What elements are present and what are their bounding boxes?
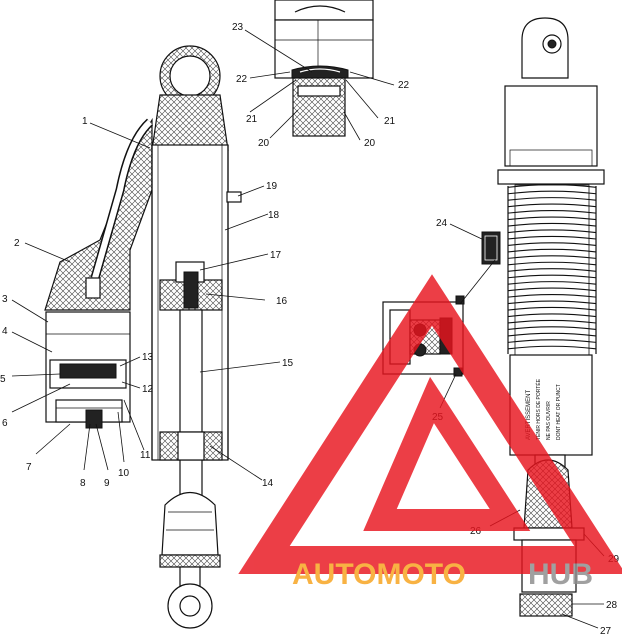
callout-9: 9 (104, 478, 110, 489)
callout-21a: 21 (246, 114, 258, 125)
callout-22a: 22 (236, 74, 248, 85)
hose-fitting (85, 277, 101, 299)
spring-coil (507, 294, 597, 298)
cutaway-shock (44, 45, 242, 629)
callout-19: 19 (266, 181, 278, 192)
callout-18: 18 (268, 210, 280, 221)
spring-coil (507, 300, 597, 305)
watermark-logo-triangle (238, 274, 622, 574)
spring-coil (507, 255, 597, 259)
spring-coil (507, 339, 597, 343)
valve-cap (85, 409, 103, 429)
spring-coil (507, 235, 597, 240)
spring-coil (507, 197, 597, 201)
callout-5: 5 (0, 374, 6, 385)
callout-24: 24 (436, 218, 448, 229)
callout-20b: 20 (364, 138, 376, 149)
callout-16: 16 (276, 296, 288, 307)
watermark-text-hub: HUB (528, 558, 593, 591)
spring-coil (507, 242, 597, 246)
spring-coil (507, 222, 597, 227)
bump-stop (161, 491, 219, 556)
callout-27: 27 (600, 626, 612, 637)
spring-coil (507, 306, 597, 311)
shock-cap (504, 85, 598, 167)
top-eyelet-bore (169, 55, 211, 97)
callout-4: 4 (2, 326, 8, 337)
watermark: AUTOMOTO HUB (238, 274, 622, 591)
spring-coil (507, 332, 597, 337)
spring-coil (507, 229, 597, 234)
body-fitting (226, 191, 242, 203)
spring-coil (507, 203, 597, 208)
spring-coil (507, 313, 597, 318)
spring-coil (507, 345, 597, 350)
svg-text:TENIR HORS DE PORTÉE: TENIR HORS DE PORTÉE (535, 378, 542, 440)
callout-8: 8 (80, 478, 86, 489)
callout-3: 3 (2, 294, 8, 305)
spring-coil (507, 261, 597, 266)
callout-21b: 21 (384, 116, 396, 127)
svg-text:DONT HEAT OR PUNCT: DONT HEAT OR PUNCT (556, 384, 562, 440)
coil-spring (507, 184, 597, 354)
spring-coil (507, 281, 597, 285)
callout-1: 1 (82, 116, 88, 127)
spring-coil (507, 268, 597, 272)
adjuster-knob (481, 231, 501, 265)
callout-13: 13 (142, 352, 154, 363)
callout-14: 14 (262, 478, 274, 489)
callout-12: 12 (142, 384, 154, 395)
callout-2: 2 (14, 238, 20, 249)
callout-23: 23 (232, 22, 244, 33)
lower-mount-washer (159, 554, 221, 568)
callout-6: 6 (2, 418, 8, 429)
spring-coil (507, 274, 597, 279)
spring-outline (507, 186, 597, 354)
callout-26: 26 (470, 526, 482, 537)
callout-11: 11 (140, 450, 151, 461)
bottom-eyelet-bore (179, 595, 201, 617)
callout-28: 28 (606, 600, 618, 611)
spring-coil (507, 319, 597, 324)
callout-10: 10 (118, 468, 130, 479)
eyelet-bearing-detail (274, 0, 374, 137)
spring-coil (507, 326, 597, 330)
piston-rod (179, 309, 203, 511)
callout-22b: 22 (398, 80, 410, 91)
svg-text:AVERTISSEMENT: AVERTISSEMENT (526, 390, 532, 440)
spring-adjuster (497, 169, 605, 185)
spring-coil (507, 190, 597, 195)
callout-17: 17 (270, 250, 282, 261)
callout-20a: 20 (258, 138, 270, 149)
spring-coil (507, 287, 597, 292)
shock-head (151, 94, 229, 151)
spring-coil (507, 216, 597, 221)
svg-text:NE PAS OUVRIR: NE PAS OUVRIR (546, 401, 552, 440)
spring-coil (507, 210, 597, 214)
watermark-text-automoto: AUTOMOTO (292, 558, 466, 591)
spring-coil (507, 248, 597, 253)
callout-7: 7 (26, 462, 32, 473)
callout-15: 15 (282, 358, 294, 369)
leader-lines (11, 29, 605, 629)
